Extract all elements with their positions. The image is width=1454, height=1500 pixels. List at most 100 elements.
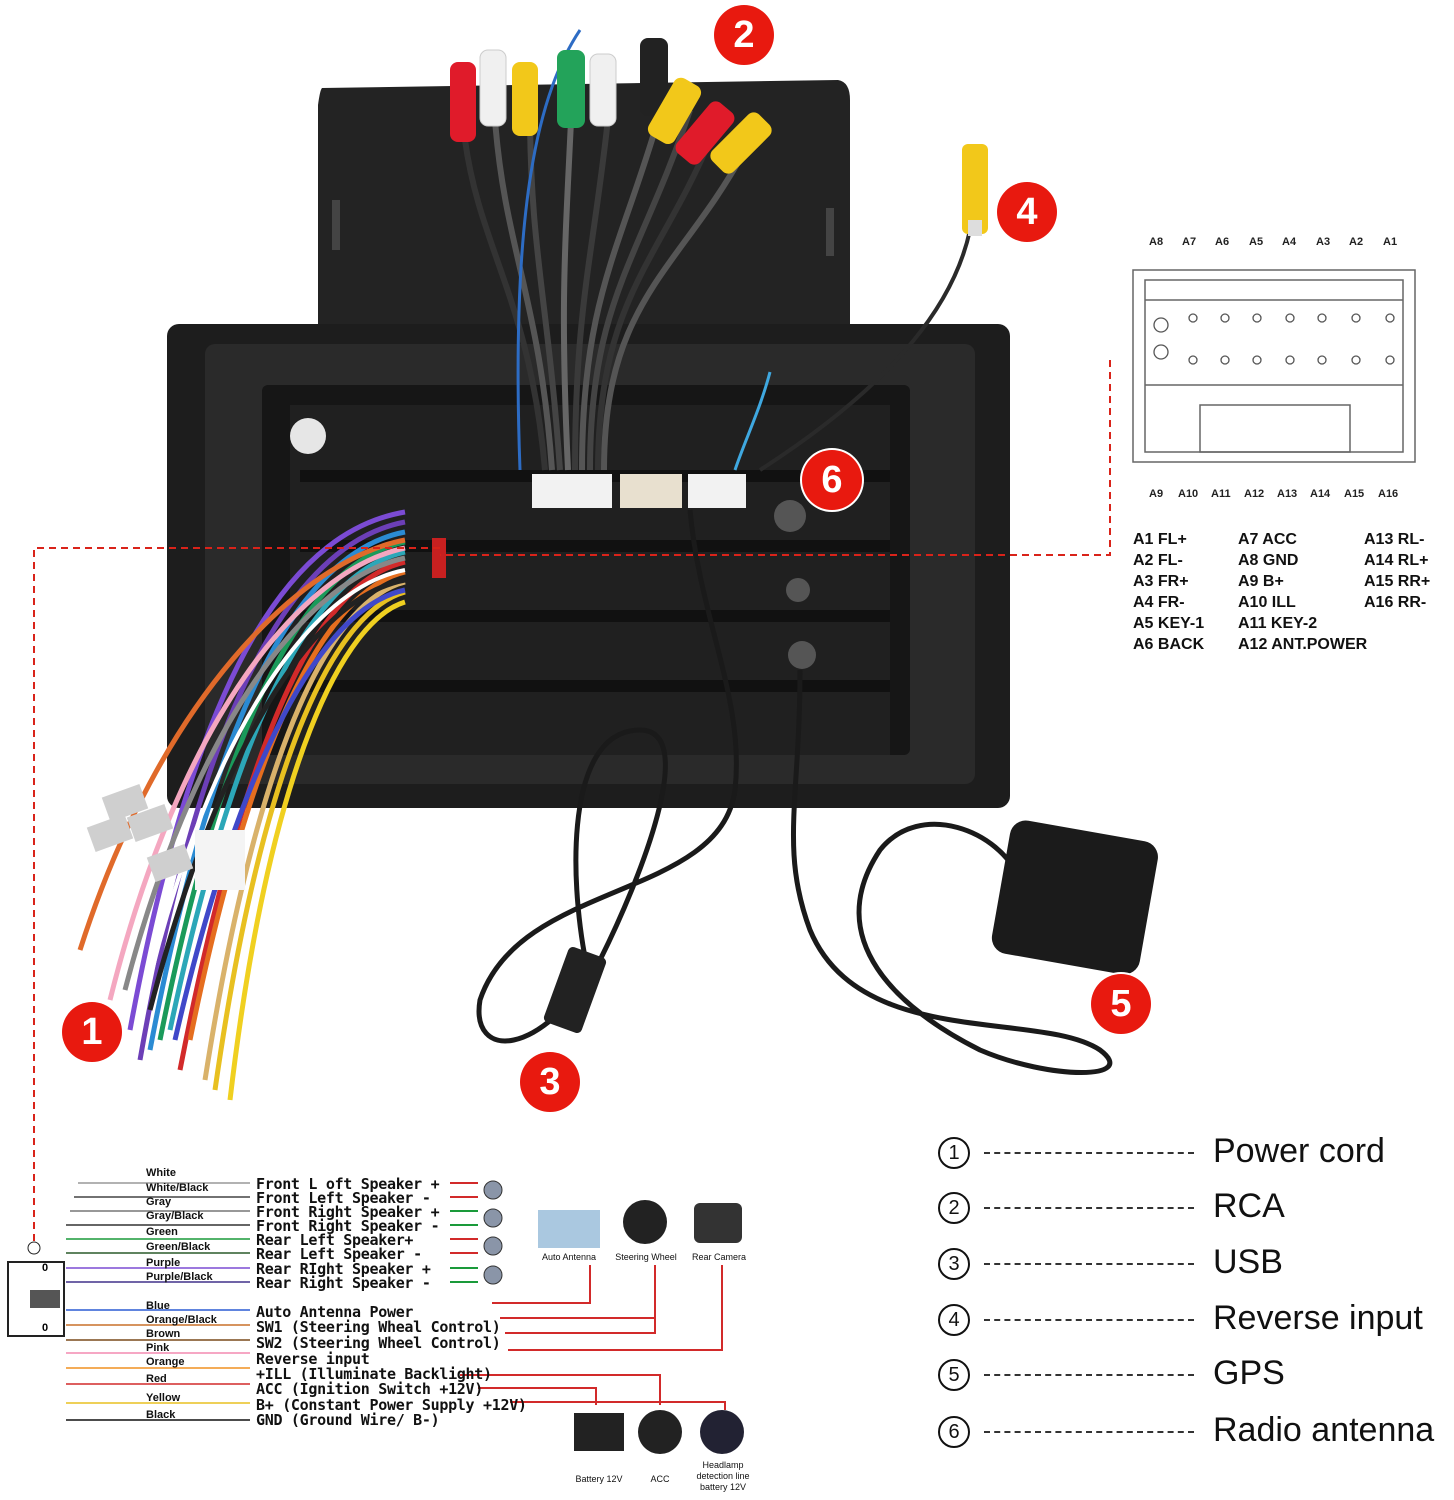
wire-function-label: Rear Left Speaker+	[256, 1231, 414, 1249]
device-label-acc: ACC	[650, 1474, 670, 1484]
device-label-steering-wheel: Steering Wheel	[615, 1252, 677, 1262]
connector-c	[688, 474, 746, 508]
legend-row-gps: 5 GPS	[938, 1354, 1454, 1397]
wire-function-label: Auto Antenna Power	[256, 1303, 414, 1321]
wire-color-label: Green	[146, 1226, 178, 1238]
wire-function-label: Front Right Speaker +	[256, 1203, 440, 1221]
wire-color-label: Gray	[146, 1196, 172, 1208]
pinout-entry: A10 ILL	[1238, 594, 1296, 611]
legend-number: 2	[938, 1192, 970, 1224]
plug-mark: 0	[42, 1262, 49, 1274]
pinout-entry: A16 RR-	[1364, 594, 1427, 611]
connector-b	[620, 474, 682, 508]
connector-pin-holes	[1153, 313, 1395, 365]
legend-number: 4	[938, 1304, 970, 1336]
flap-slot-left	[332, 200, 340, 250]
speaker-arrows	[450, 1182, 478, 1283]
wire-color-label: White	[146, 1167, 176, 1179]
wire-color-label: Blue	[146, 1300, 170, 1312]
legend-dash	[984, 1207, 1194, 1209]
device-label-headlamp: Headlamp detection line battery 12V	[696, 1460, 750, 1492]
callout-5: 5	[1091, 974, 1151, 1034]
device-label-auto-antenna: Auto Antenna	[541, 1252, 597, 1262]
wire-tags	[86, 783, 245, 890]
wire-function-label: Reverse input	[256, 1350, 370, 1368]
wire-function-label: Front L oft Speaker +	[256, 1175, 440, 1193]
pin-number: A13	[1277, 488, 1298, 500]
red-dashed-leads	[33, 360, 1111, 1248]
pin-number: A8	[1149, 236, 1164, 248]
usb-port	[788, 641, 816, 669]
pinout-entry: A2 FL-	[1133, 552, 1183, 569]
pinout-entry: A9 B+	[1238, 573, 1284, 590]
pinout-entry: A13 RL-	[1364, 531, 1425, 548]
legend-row-power-cord: 1 Power cord	[938, 1132, 1454, 1175]
steering-wheel-icon	[623, 1200, 667, 1244]
pinout-entry: A11 KEY-2	[1238, 615, 1318, 632]
wiring-chart-lines	[66, 1182, 250, 1421]
device-connection-lines	[460, 1265, 726, 1410]
legend-label: Radio antenna	[1213, 1411, 1435, 1449]
antenna-port	[774, 500, 806, 532]
speaker-icon	[483, 1180, 503, 1285]
wire-function-label: SW1 (Steering Wheal Control)	[256, 1318, 501, 1336]
legend-row-usb: 3 USB	[938, 1243, 1454, 1286]
ignition-icon	[638, 1410, 682, 1454]
legend-dash	[984, 1431, 1194, 1433]
wire-function-label: ACC (Ignition Switch +12V)	[256, 1380, 484, 1398]
battery-icon	[574, 1413, 624, 1451]
legend-dash	[984, 1319, 1194, 1321]
legend-row-rca: 2 RCA	[938, 1187, 1454, 1230]
wire-function-label: Front Right Speaker -	[256, 1217, 440, 1235]
pin-number: A11	[1211, 488, 1231, 500]
wire-function-label: Rear Right Speaker -	[256, 1274, 431, 1292]
legend-label: RCA	[1213, 1187, 1285, 1225]
wire-color-label: Purple/Black	[146, 1271, 213, 1283]
pin-number: A15	[1344, 488, 1365, 500]
pinout-entry: A12 ANT.POWER	[1238, 636, 1368, 653]
pin-number: A4	[1282, 236, 1297, 248]
heatsink-fins	[300, 470, 890, 692]
pin-number: A2	[1349, 236, 1364, 248]
pin-number: A16	[1378, 488, 1399, 500]
pin-number: A14	[1310, 488, 1331, 500]
headlamp-icon	[700, 1410, 744, 1454]
wire-function-label: Front Left Speaker -	[256, 1189, 431, 1207]
reverse-input-cable	[758, 229, 972, 472]
pin-number: A7	[1182, 236, 1197, 248]
callout-1: 1	[62, 1002, 122, 1062]
gps-cable	[790, 669, 1113, 1075]
pin-number: A1	[1383, 236, 1398, 248]
wire-color-label: Pink	[146, 1342, 170, 1354]
legend-label: Power cord	[1213, 1132, 1385, 1170]
reverse-input-plug	[962, 144, 988, 234]
pinout-entry: A6 BACK	[1133, 636, 1205, 653]
legend-number: 5	[938, 1359, 970, 1391]
legend-label: USB	[1213, 1243, 1283, 1281]
wire-color-label: Black	[146, 1409, 176, 1421]
callout-2: 2	[714, 5, 774, 65]
power-harness-wires	[77, 509, 406, 1101]
wire-function-label: Rear Left Speaker -	[256, 1245, 422, 1263]
pinout-entry: A8 GND	[1238, 552, 1299, 569]
wire-color-label: Purple	[146, 1257, 181, 1269]
pinout-entry: A5 KEY-1	[1133, 615, 1205, 632]
pinout-entry: A14 RL+	[1364, 552, 1429, 569]
gps-puck	[991, 820, 1158, 975]
wire-function-label: B+ (Constant Power Supply +12V)	[256, 1396, 527, 1414]
legend-label: GPS	[1213, 1354, 1285, 1392]
wire-color-label: Orange/Black	[146, 1314, 217, 1326]
pin-number: A5	[1249, 236, 1264, 248]
mounting-flap	[318, 80, 850, 330]
pin-number: A12	[1244, 488, 1265, 500]
wire-color-label: Brown	[146, 1328, 181, 1340]
pin-number: A9	[1149, 488, 1164, 500]
callout-4: 4	[997, 182, 1057, 242]
device-label-battery: Battery 12V	[575, 1474, 623, 1484]
iso-connector-drawing	[1132, 269, 1416, 463]
gps-port	[786, 578, 810, 602]
wire-color-label: Yellow	[146, 1392, 181, 1404]
legend-label: Reverse input	[1213, 1299, 1423, 1337]
legend-number: 1	[938, 1137, 970, 1169]
